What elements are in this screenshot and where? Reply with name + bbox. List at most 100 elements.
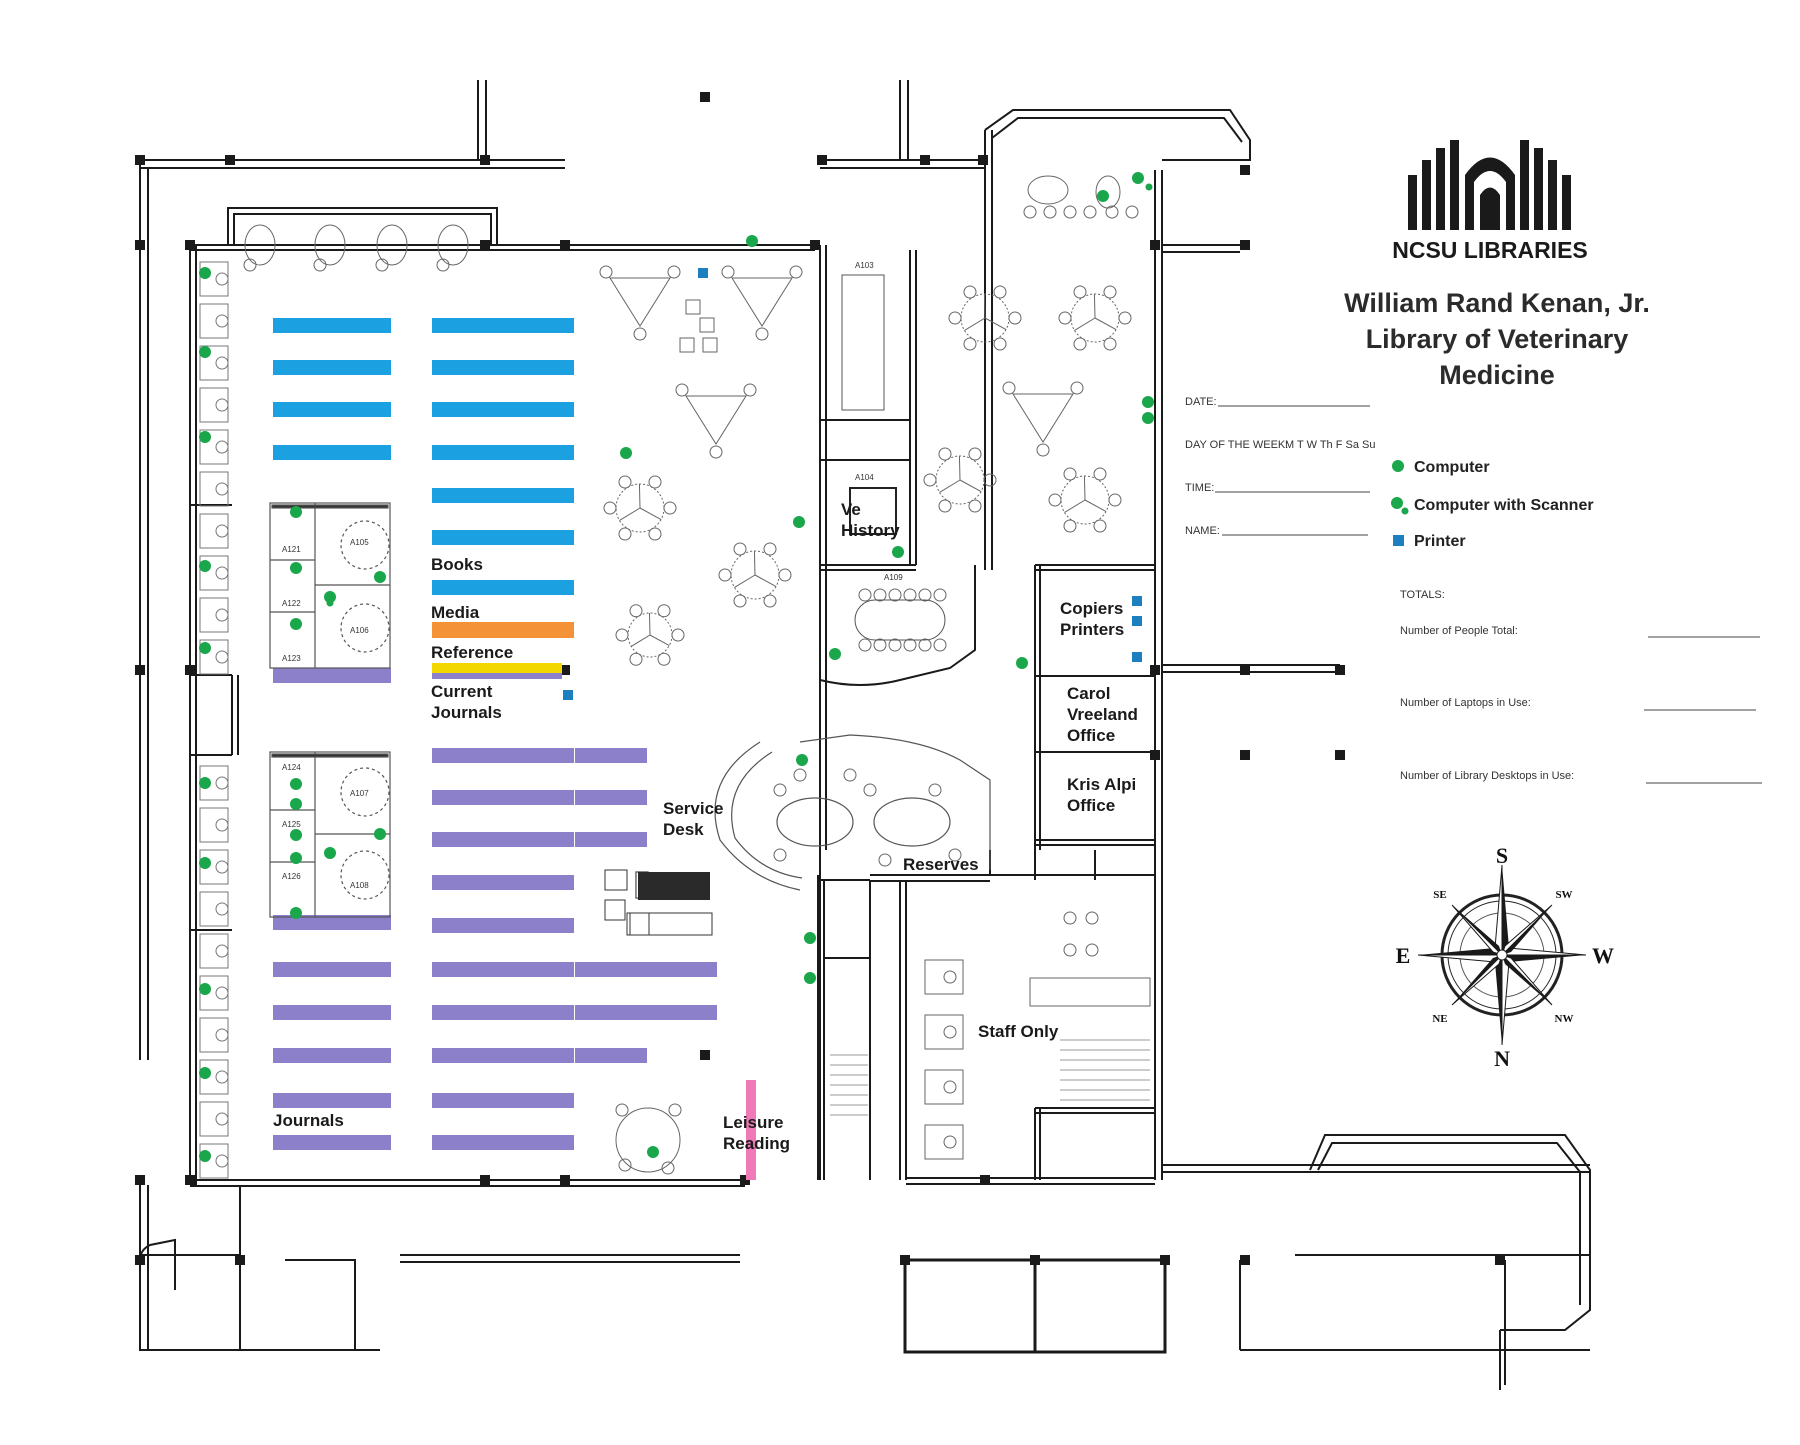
computer-icon (1097, 190, 1109, 202)
chair (657, 604, 671, 618)
label-staff-only: Staff Only (978, 1022, 1059, 1041)
column (135, 155, 145, 165)
structural-columns (135, 92, 1505, 1265)
room-a107: A107 (350, 789, 369, 798)
chair (793, 768, 807, 782)
chair (1105, 205, 1119, 219)
computer-icon (804, 932, 816, 944)
divider (1074, 317, 1096, 331)
legend-computer-scanner: Computer with Scanner (1414, 497, 1594, 514)
book-shelf (273, 402, 391, 417)
small-table (702, 337, 718, 353)
label-desk: Desk (663, 820, 704, 839)
chair (1073, 337, 1087, 351)
divider (959, 479, 982, 492)
label-copiers: Copiers (1060, 599, 1123, 618)
computer-icon (290, 618, 302, 630)
room-a106: A106 (350, 626, 369, 635)
label-reserves: Reserves (903, 855, 979, 874)
carrel-chair (215, 818, 229, 832)
book-shelf (432, 445, 574, 460)
chair (1085, 943, 1099, 957)
computer-icon (290, 852, 302, 864)
divider (1064, 499, 1086, 513)
book-shelf (273, 318, 391, 333)
chair (943, 970, 957, 984)
journal-shelf (432, 1135, 574, 1150)
chair (963, 285, 977, 299)
chair (1023, 205, 1037, 219)
carrel-chair (215, 1112, 229, 1126)
chair (928, 783, 942, 797)
chair (1048, 493, 1062, 507)
chair (671, 628, 685, 642)
label-kris-alpi: Kris Alpi (1067, 775, 1136, 794)
column (560, 240, 570, 250)
a104-table (849, 487, 897, 535)
chair (918, 588, 932, 602)
computer-icon (199, 857, 211, 869)
lounge-chair (244, 224, 276, 266)
label-office-2: Office (1067, 796, 1115, 815)
book-shelf (432, 360, 574, 375)
title-line-3: Medicine (1439, 360, 1555, 390)
small-table (699, 317, 715, 333)
small-table (679, 337, 695, 353)
label-media: Media (431, 603, 480, 622)
room-a124: A124 (282, 763, 301, 772)
book-shelf (432, 402, 574, 417)
leisure-reading-shelf (746, 1080, 756, 1180)
carrel-chair (215, 356, 229, 370)
divider (1094, 317, 1117, 330)
lounge-chair (314, 224, 346, 266)
divider (753, 550, 756, 576)
chair (933, 638, 947, 652)
column (817, 155, 827, 165)
book-shelf (432, 530, 574, 545)
form-laptops: Number of Laptops in Use: (1400, 697, 1531, 709)
carrel (199, 303, 229, 339)
staff-desk-unit (924, 1069, 964, 1105)
lounge-chair (376, 224, 408, 266)
room-a109: A109 (884, 573, 903, 582)
chair (923, 473, 937, 487)
chair (615, 628, 629, 642)
computer-icon (199, 560, 211, 572)
column (978, 155, 988, 165)
form-dow-label: DAY OF THE WEEK: (1185, 439, 1288, 451)
divider (754, 574, 777, 587)
chair (709, 445, 723, 459)
chair (993, 337, 1007, 351)
computer-icon (290, 562, 302, 574)
column (1160, 1255, 1170, 1265)
carrel-chair (215, 776, 229, 790)
chair (436, 258, 450, 272)
compass-nw: NW (1555, 1013, 1574, 1025)
column (700, 92, 710, 102)
printer-icon (563, 690, 573, 700)
chair (629, 652, 643, 666)
carrel-chair (215, 902, 229, 916)
chair (648, 527, 662, 541)
divider (619, 507, 641, 521)
room-a105: A105 (350, 538, 369, 547)
chair (1058, 311, 1072, 325)
study-rooms (269, 502, 391, 918)
room-a123: A123 (282, 654, 301, 663)
printer-icon (1132, 616, 1142, 626)
computer-icon (324, 847, 336, 859)
column (700, 1050, 710, 1060)
chair (1093, 519, 1107, 533)
journal-shelf (575, 832, 647, 847)
chair (888, 638, 902, 652)
column (1030, 1255, 1040, 1265)
chair (1125, 205, 1139, 219)
chair (599, 265, 613, 279)
compass-s: S (1496, 843, 1508, 868)
label-carol: Carol (1067, 684, 1110, 703)
journal-shelf (273, 1005, 391, 1020)
logo-text: NCSU LIBRARIES (1392, 237, 1588, 263)
staff-desk-unit (924, 1014, 964, 1050)
chair (773, 848, 787, 862)
divider (648, 612, 651, 636)
